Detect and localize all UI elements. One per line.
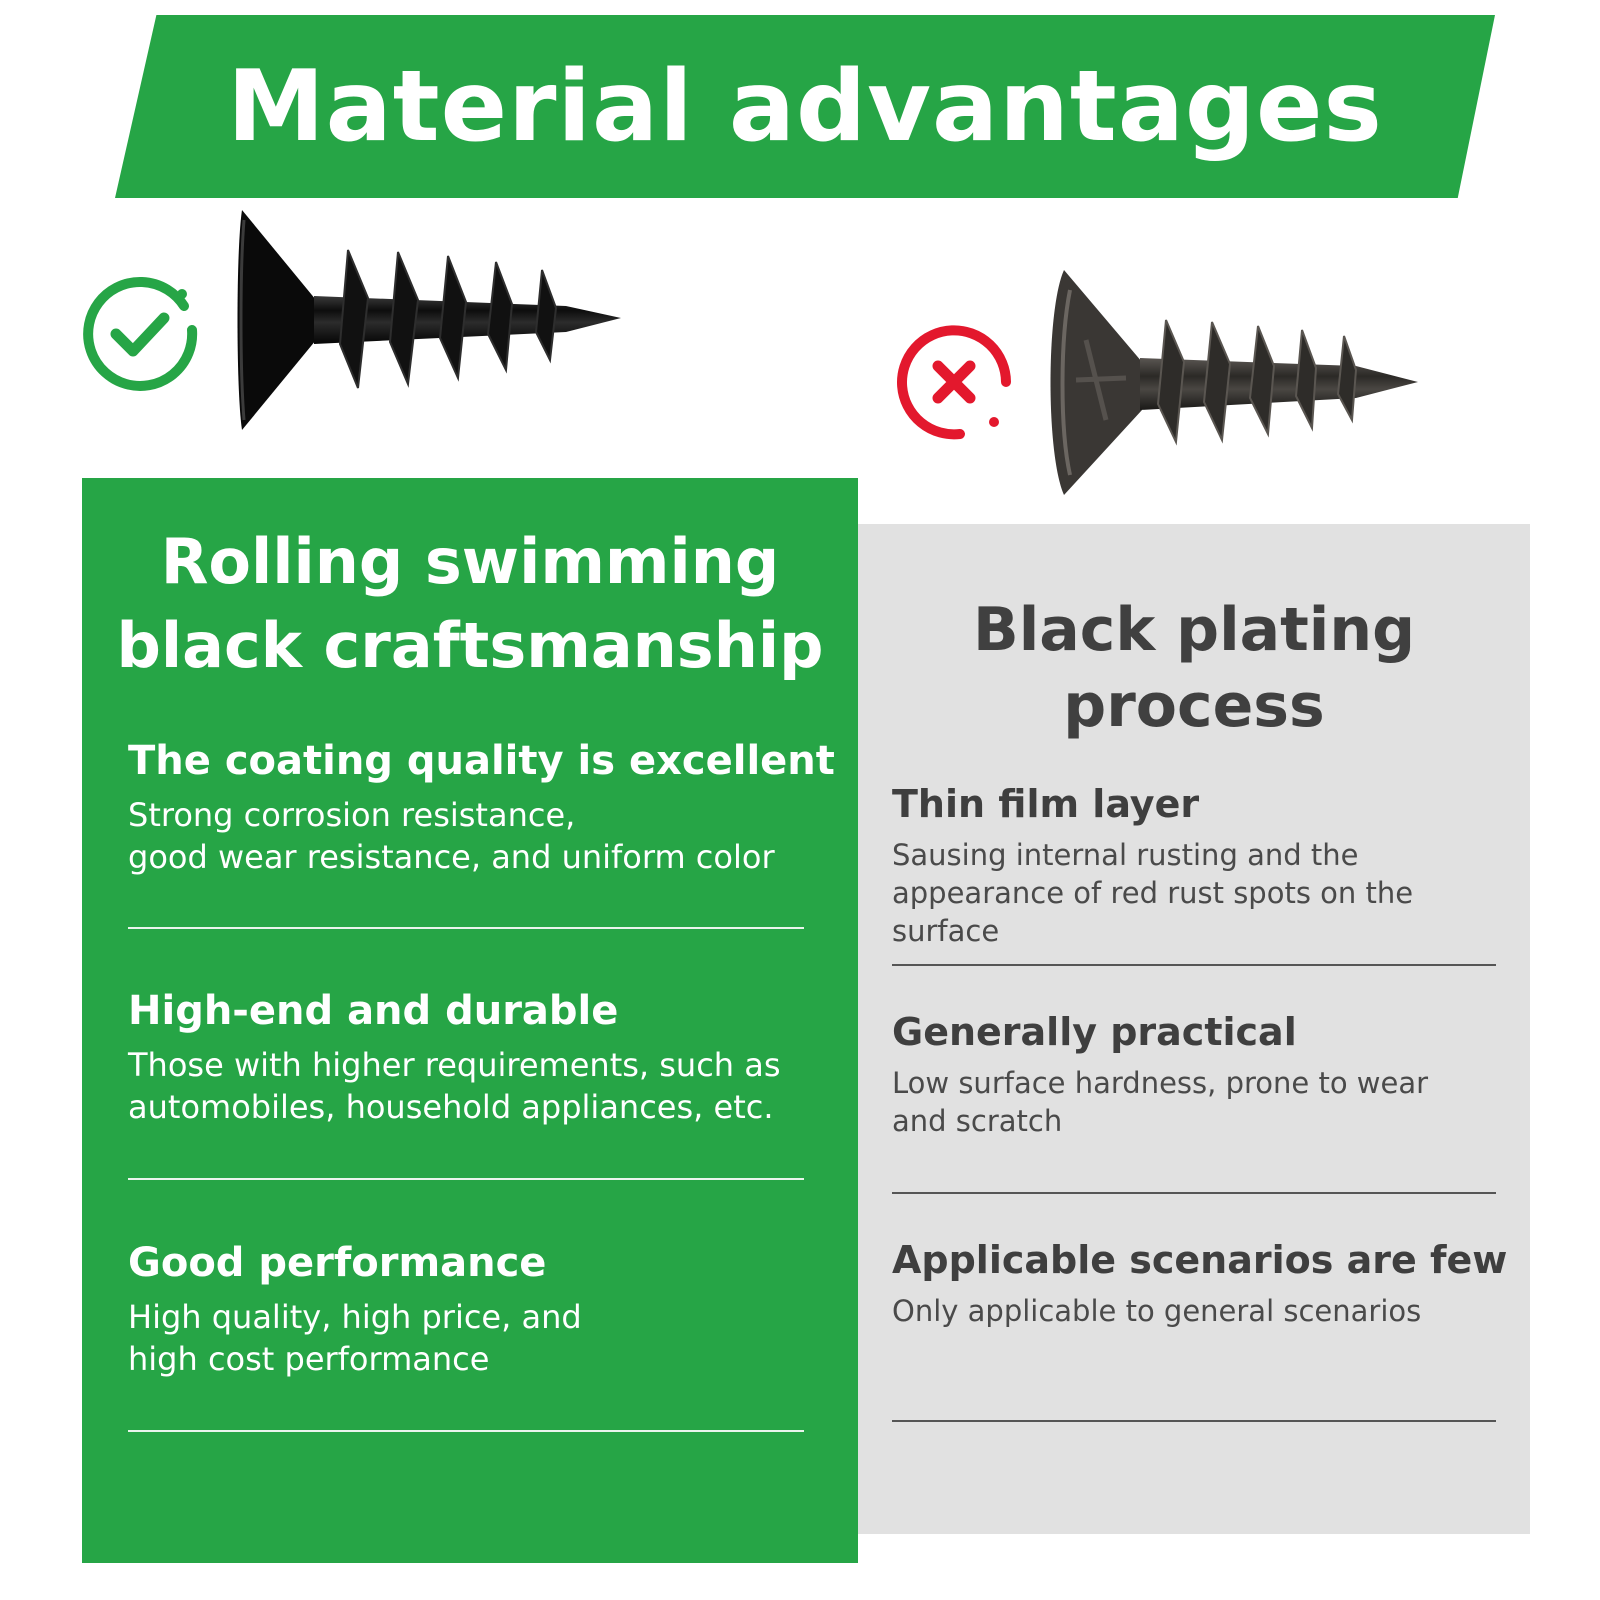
- bad-panel-title: Black plating process: [858, 592, 1530, 744]
- good-title-line2: black craftsmanship: [116, 609, 824, 682]
- good-item-text: Those with higher requirements, such as …: [128, 1046, 781, 1126]
- divider: [892, 1420, 1496, 1422]
- bad-item-text: Low surface hardness, prone to wear and …: [892, 1066, 1429, 1138]
- good-item-durable: High-end and durable Those with higher r…: [128, 986, 804, 1128]
- bad-item-text: Only applicable to general scenarios: [892, 1294, 1422, 1328]
- good-item-heading: High-end and durable: [128, 988, 619, 1034]
- divider: [892, 964, 1496, 966]
- black-screw-image: [237, 210, 621, 430]
- good-item-heading: The coating quality is excellent: [128, 738, 835, 784]
- divider: [892, 1192, 1496, 1194]
- bad-item-text: Sausing internal rusting and the appeara…: [892, 838, 1414, 948]
- good-process-panel: Rolling swimming black craftsmanship The…: [82, 478, 858, 1563]
- good-item-text: Strong corrosion resistance, good wear r…: [128, 796, 775, 876]
- bad-item-heading: Applicable scenarios are few: [892, 1238, 1508, 1282]
- good-item-text: High quality, high price, and high cost …: [128, 1298, 582, 1378]
- divider: [128, 1430, 804, 1432]
- good-item-heading: Good performance: [128, 1240, 547, 1286]
- banner-title: Material advantages: [227, 49, 1383, 164]
- header-banner: Material advantages: [115, 15, 1495, 198]
- divider: [128, 927, 804, 929]
- plated-screw-image: [1050, 270, 1418, 495]
- bad-title-line2: process: [1063, 671, 1325, 741]
- check-circle-icon: [83, 276, 198, 391]
- bad-item-practical: Generally practical Low surface hardness…: [892, 1008, 1496, 1140]
- divider: [128, 1178, 804, 1180]
- good-item-performance: Good performance High quality, high pric…: [128, 1238, 804, 1380]
- bad-item-thin-film: Thin film layer Sausing internal rusting…: [892, 780, 1496, 950]
- bad-item-heading: Thin film layer: [892, 782, 1200, 826]
- bad-title-line1: Black plating: [972, 595, 1416, 665]
- good-panel-title: Rolling swimming black craftsmanship: [82, 520, 858, 688]
- x-circle-icon: [897, 325, 1011, 440]
- good-title-line1: Rolling swimming: [160, 525, 780, 598]
- bad-process-panel: Black plating process Thin film layer Sa…: [858, 524, 1530, 1534]
- bad-item-scenarios: Applicable scenarios are few Only applic…: [892, 1236, 1508, 1330]
- bad-item-heading: Generally practical: [892, 1010, 1297, 1054]
- good-item-coating: The coating quality is excellent Strong …: [128, 736, 835, 878]
